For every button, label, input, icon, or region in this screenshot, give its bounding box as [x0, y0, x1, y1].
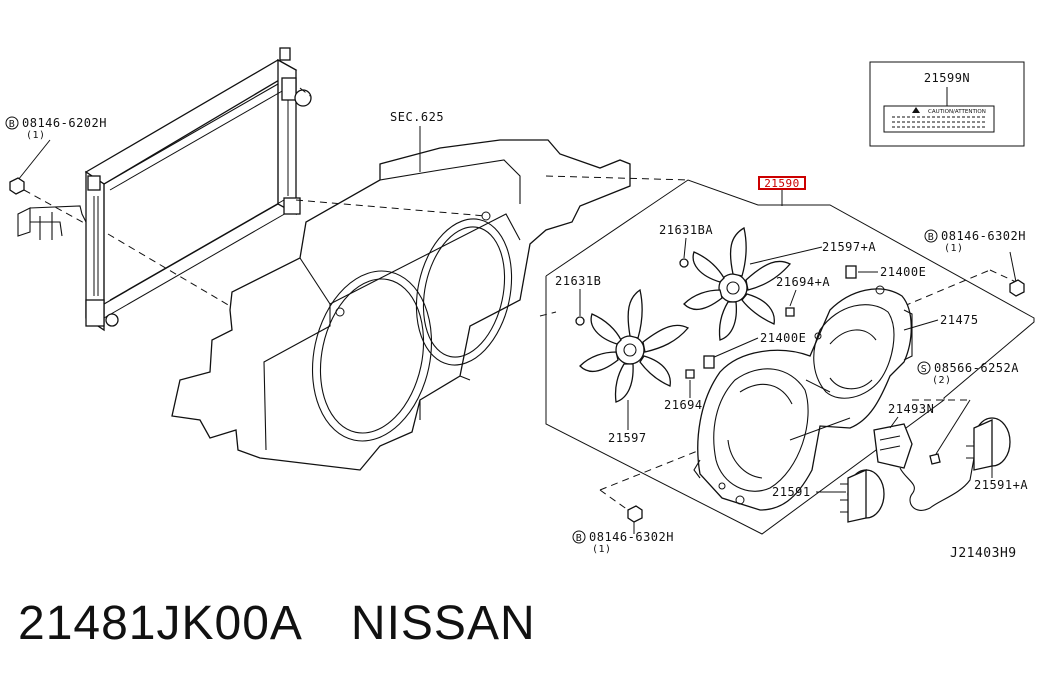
- callout-21590: 21590: [764, 177, 800, 190]
- nut-21631ba-icon: [679, 258, 689, 268]
- footer-caption: 21481JK00A NISSAN: [18, 596, 536, 651]
- callout-21631b: 21631B: [555, 274, 601, 288]
- fan-assembly-group: 21590: [545, 176, 1035, 535]
- bolt-08146-6302h-top: B 08146-6302H (1): [924, 229, 1026, 297]
- bolt-marker-letter: B: [928, 232, 935, 243]
- grommet-21400e-mid-icon: [703, 355, 715, 369]
- diagram-code: J21403H9: [950, 546, 1017, 561]
- bolt-icon: [1009, 279, 1025, 297]
- callout-21694: 21694: [664, 398, 703, 412]
- callout-21597a: 21597+A: [822, 240, 876, 254]
- bolt-08146-6202h: B 08146-6202H (1): [5, 116, 107, 225]
- callout-08146-6202h-qty: (1): [26, 130, 46, 141]
- callout-21591: 21591: [772, 485, 811, 499]
- callout-08146-6302h-bottom-qty: (1): [592, 544, 612, 555]
- brand-name: NISSAN: [350, 597, 536, 650]
- screw-marker-letter: S: [921, 364, 928, 375]
- bolt-08146-6302h-bottom: B 08146-6302H (1): [572, 505, 674, 555]
- screw-21694-icon: [685, 369, 695, 379]
- callout-08566-6252a-qty: (2): [932, 375, 952, 386]
- bolt-marker-letter: B: [576, 533, 583, 544]
- callout-sec-625: SEC.625: [390, 110, 444, 124]
- callout-08146-6202h: 08146-6202H: [22, 116, 107, 130]
- bolt-marker-letter: B: [9, 119, 16, 130]
- part-number: 21481JK00A: [18, 597, 303, 650]
- callout-21599n: 21599N: [924, 71, 970, 85]
- nut-21631b-icon: [575, 316, 585, 326]
- grommet-21400e-top-icon: [845, 265, 857, 279]
- callout-21694a: 21694+A: [776, 275, 830, 289]
- screw-08566-6252a: S 08566-6252A (2): [917, 361, 1019, 465]
- screw-icon: [929, 453, 941, 465]
- callout-21475: 21475: [940, 313, 979, 327]
- fan-motor-21591a: [966, 417, 1011, 471]
- bolt-icon: [9, 177, 25, 195]
- fan-motor-21591: [840, 468, 885, 523]
- callout-08146-6302h-top-qty: (1): [944, 243, 964, 254]
- screw-marker-icon: [917, 361, 931, 375]
- bolt-marker-icon: [924, 229, 938, 243]
- fan-blade-upper: [683, 226, 792, 341]
- callout-21591a: 21591+A: [974, 478, 1028, 492]
- bolt-icon: [627, 505, 643, 523]
- callout-21631ba: 21631BA: [659, 223, 713, 237]
- fan-shroud-21475: [693, 285, 913, 511]
- bolt-marker-icon: [5, 116, 19, 130]
- callout-21597: 21597: [608, 431, 647, 445]
- screw-21694a-icon: [785, 307, 795, 317]
- bolt-marker-icon: [572, 530, 586, 544]
- callout-21493n: 21493N: [888, 402, 934, 416]
- callout-08146-6302h-bottom: 08146-6302H: [589, 530, 674, 544]
- caution-label-text: CAUTION/ATTENTION: [928, 109, 986, 115]
- core-support-sec625: [171, 139, 631, 471]
- fan-blade-lower: [579, 288, 690, 403]
- resistor-21493n: [873, 423, 975, 511]
- radiator: [17, 47, 312, 332]
- callout-21400e-mid: 21400E: [760, 331, 806, 345]
- callout-08146-6302h-top: 08146-6302H: [941, 229, 1026, 243]
- callout-21400e-top: 21400E: [880, 265, 926, 279]
- caution-label-box: 21599N CAUTION/ATTENTION: [869, 61, 1025, 147]
- callout-08566-6252a: 08566-6252A: [934, 361, 1019, 375]
